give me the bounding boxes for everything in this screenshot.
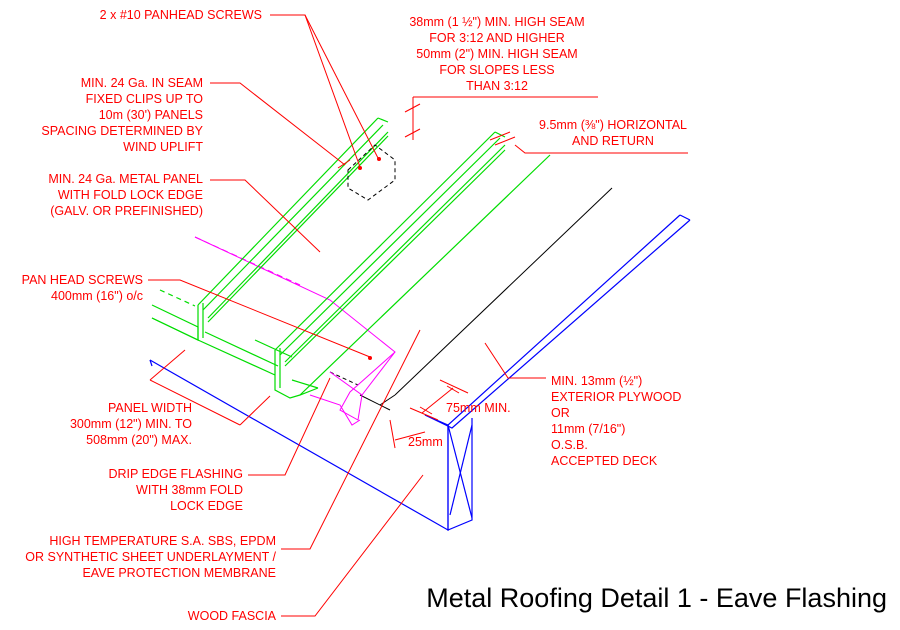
- label-panhead-screws: 2 x #10 PANHEAD SCREWS: [100, 8, 262, 22]
- drawing-title: Metal Roofing Detail 1 - Eave Flashing: [426, 583, 887, 613]
- label-pan-head-screws: PAN HEAD SCREWS 400mm (16") o/c: [22, 273, 143, 303]
- svg-text:MIN. 24 Ga. METAL PANEL: MIN. 24 Ga. METAL PANEL: [48, 172, 203, 186]
- svg-text:WITH FOLD LOCK EDGE: WITH FOLD LOCK EDGE: [58, 188, 203, 202]
- metal-panel-right: [254, 117, 551, 399]
- svg-text:ACCEPTED DECK: ACCEPTED DECK: [551, 454, 658, 468]
- label-horizontal-return: 9.5mm (⅜") HORIZONTAL AND RETURN: [539, 118, 687, 148]
- seam-height-dimension: [404, 96, 598, 140]
- svg-text:FOR SLOPES LESS: FOR SLOPES LESS: [439, 63, 554, 77]
- svg-text:OR: OR: [551, 406, 570, 420]
- leader-lines: [148, 14, 688, 617]
- svg-text:WITH 38mm FOLD: WITH 38mm FOLD: [136, 483, 243, 497]
- svg-text:508mm (20") MAX.: 508mm (20") MAX.: [86, 433, 192, 447]
- svg-text:PAN HEAD SCREWS: PAN HEAD SCREWS: [22, 273, 143, 287]
- label-75mm-min: 75mm MIN.: [446, 401, 511, 415]
- label-wood-fascia: WOOD FASCIA: [188, 609, 277, 623]
- svg-text:10m (30') PANELS: 10m (30') PANELS: [99, 108, 203, 122]
- return-dimension: [489, 131, 516, 146]
- svg-text:9.5mm (⅜") HORIZONTAL: 9.5mm (⅜") HORIZONTAL: [539, 118, 687, 132]
- svg-text:O.S.B.: O.S.B.: [551, 438, 588, 452]
- label-panel-width: PANEL WIDTH 300mm (12") MIN. TO 508mm (2…: [70, 401, 192, 447]
- label-seam-clips: MIN. 24 Ga. IN SEAM FIXED CLIPS UP TO 10…: [41, 76, 203, 154]
- svg-text:50mm (2") MIN. HIGH SEAM: 50mm (2") MIN. HIGH SEAM: [416, 47, 577, 61]
- svg-text:SPACING DETERMINED BY: SPACING DETERMINED BY: [41, 124, 203, 138]
- svg-text:DRIP EDGE FLASHING: DRIP EDGE FLASHING: [108, 467, 243, 481]
- label-deck: MIN. 13mm (½") EXTERIOR PLYWOOD OR 11mm …: [551, 374, 681, 468]
- svg-text:MIN. 24 Ga. IN SEAM: MIN. 24 Ga. IN SEAM: [81, 76, 203, 90]
- label-drip-edge: DRIP EDGE FLASHING WITH 38mm FOLD LOCK E…: [108, 467, 243, 513]
- svg-text:LOCK EDGE: LOCK EDGE: [170, 499, 243, 513]
- svg-text:AND RETURN: AND RETURN: [572, 134, 654, 148]
- svg-text:11mm (7/16"): 11mm (7/16"): [551, 422, 625, 436]
- label-underlayment: HIGH TEMPERATURE S.A. SBS, EPDM OR SYNTH…: [25, 534, 276, 580]
- svg-text:OR SYNTHETIC SHEET UNDERLAYMEN: OR SYNTHETIC SHEET UNDERLAYMENT /: [25, 550, 276, 564]
- svg-text:MIN. 13mm (½"): MIN. 13mm (½"): [551, 374, 642, 388]
- metal-panel-left: [151, 117, 389, 376]
- svg-text:400mm (16") o/c: 400mm (16") o/c: [51, 289, 143, 303]
- underlayment-edge: [329, 187, 613, 411]
- svg-text:EAVE PROTECTION MEMBRANE: EAVE PROTECTION MEMBRANE: [82, 566, 276, 580]
- label-25mm: 25mm: [408, 435, 443, 449]
- wood-fascia: [424, 414, 473, 531]
- svg-text:FIXED CLIPS UP TO: FIXED CLIPS UP TO: [86, 92, 204, 106]
- svg-text:(GALV. OR PREFINISHED): (GALV. OR PREFINISHED): [50, 204, 203, 218]
- drip-edge-flashing: [194, 236, 396, 426]
- label-seam-height: 38mm (1 ½") MIN. HIGH SEAM FOR 3:12 AND …: [409, 15, 584, 93]
- svg-text:EXTERIOR PLYWOOD: EXTERIOR PLYWOOD: [551, 390, 681, 404]
- svg-text:PANEL WIDTH: PANEL WIDTH: [108, 401, 192, 415]
- svg-text:THAN 3:12: THAN 3:12: [466, 79, 528, 93]
- svg-text:FOR 3:12 AND HIGHER: FOR 3:12 AND HIGHER: [429, 31, 564, 45]
- svg-text:38mm (1 ½") MIN. HIGH SEAM: 38mm (1 ½") MIN. HIGH SEAM: [409, 15, 584, 29]
- svg-text:300mm (12") MIN. TO: 300mm (12") MIN. TO: [70, 417, 192, 431]
- svg-text:HIGH TEMPERATURE S.A. SBS, EPD: HIGH TEMPERATURE S.A. SBS, EPDM: [49, 534, 276, 548]
- svg-text:WIND UPLIFT: WIND UPLIFT: [123, 140, 203, 154]
- label-metal-panel: MIN. 24 Ga. METAL PANEL WITH FOLD LOCK E…: [48, 172, 203, 218]
- seam-clip-outline: [347, 144, 396, 201]
